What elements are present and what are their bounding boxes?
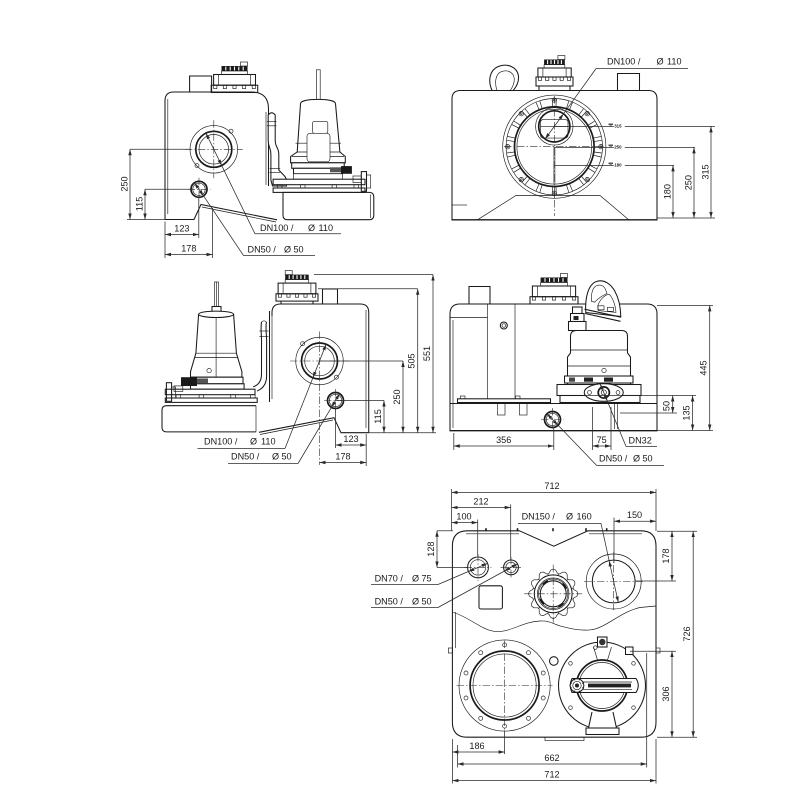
svg-text:178: 178 xyxy=(661,548,671,563)
svg-text:180: 180 xyxy=(614,162,622,167)
svg-text:505: 505 xyxy=(407,353,417,368)
svg-text:115: 115 xyxy=(373,409,383,424)
svg-text:712: 712 xyxy=(544,481,559,491)
svg-text:315: 315 xyxy=(700,164,710,179)
svg-text:551: 551 xyxy=(422,346,432,361)
svg-text:123: 123 xyxy=(343,434,358,444)
svg-text:115: 115 xyxy=(134,197,144,212)
svg-text:75: 75 xyxy=(422,573,432,583)
svg-text:Ø: Ø xyxy=(412,573,419,583)
svg-text:Ø: Ø xyxy=(284,245,291,255)
svg-text:50: 50 xyxy=(422,596,432,606)
svg-text:315: 315 xyxy=(614,123,622,128)
svg-text:DN50 /: DN50 / xyxy=(248,245,277,255)
svg-text:DN100 /: DN100 / xyxy=(204,436,238,446)
svg-text:150: 150 xyxy=(627,510,642,520)
svg-text:250: 250 xyxy=(614,144,622,149)
svg-text:178: 178 xyxy=(335,452,350,462)
svg-text:DN50 /: DN50 / xyxy=(375,596,404,606)
svg-text:212: 212 xyxy=(473,496,488,506)
svg-text:Ø: Ø xyxy=(272,451,279,461)
svg-text:123: 123 xyxy=(174,224,189,234)
svg-text:Ø: Ø xyxy=(250,436,257,446)
svg-text:75: 75 xyxy=(597,435,607,445)
svg-text:110: 110 xyxy=(667,56,682,66)
svg-text:250: 250 xyxy=(119,176,129,191)
svg-text:178: 178 xyxy=(181,244,196,254)
svg-text:Ø: Ø xyxy=(308,223,315,233)
svg-text:186: 186 xyxy=(469,741,484,751)
svg-text:DN100 /: DN100 / xyxy=(260,223,294,233)
svg-text:Ø: Ø xyxy=(412,596,419,606)
svg-text:135: 135 xyxy=(682,405,692,420)
svg-text:DN32: DN32 xyxy=(629,436,652,446)
svg-text:50: 50 xyxy=(282,451,292,461)
svg-text:DN70 /: DN70 / xyxy=(375,573,404,583)
svg-text:726: 726 xyxy=(682,626,692,641)
svg-text:DN150 /: DN150 / xyxy=(522,511,556,521)
svg-text:110: 110 xyxy=(319,223,334,233)
svg-text:250: 250 xyxy=(683,175,693,190)
svg-text:50: 50 xyxy=(294,245,304,255)
svg-text:DN50 /: DN50 / xyxy=(599,453,628,463)
svg-text:356: 356 xyxy=(496,435,511,445)
svg-text:50: 50 xyxy=(643,453,653,463)
svg-text:445: 445 xyxy=(699,360,709,375)
svg-text:306: 306 xyxy=(661,686,671,701)
svg-text:100: 100 xyxy=(456,512,471,522)
svg-text:Ø: Ø xyxy=(657,56,664,66)
svg-text:50: 50 xyxy=(662,401,672,411)
svg-text:Ø: Ø xyxy=(566,511,573,521)
svg-text:Ø: Ø xyxy=(633,453,640,463)
svg-text:DN100 /: DN100 / xyxy=(607,56,641,66)
svg-text:110: 110 xyxy=(261,436,276,446)
svg-text:250: 250 xyxy=(392,389,402,404)
svg-text:160: 160 xyxy=(577,511,592,521)
svg-text:180: 180 xyxy=(662,184,672,199)
svg-text:128: 128 xyxy=(426,542,436,557)
svg-text:712: 712 xyxy=(544,770,559,780)
svg-text:DN50 /: DN50 / xyxy=(231,451,260,461)
svg-text:662: 662 xyxy=(544,753,559,763)
